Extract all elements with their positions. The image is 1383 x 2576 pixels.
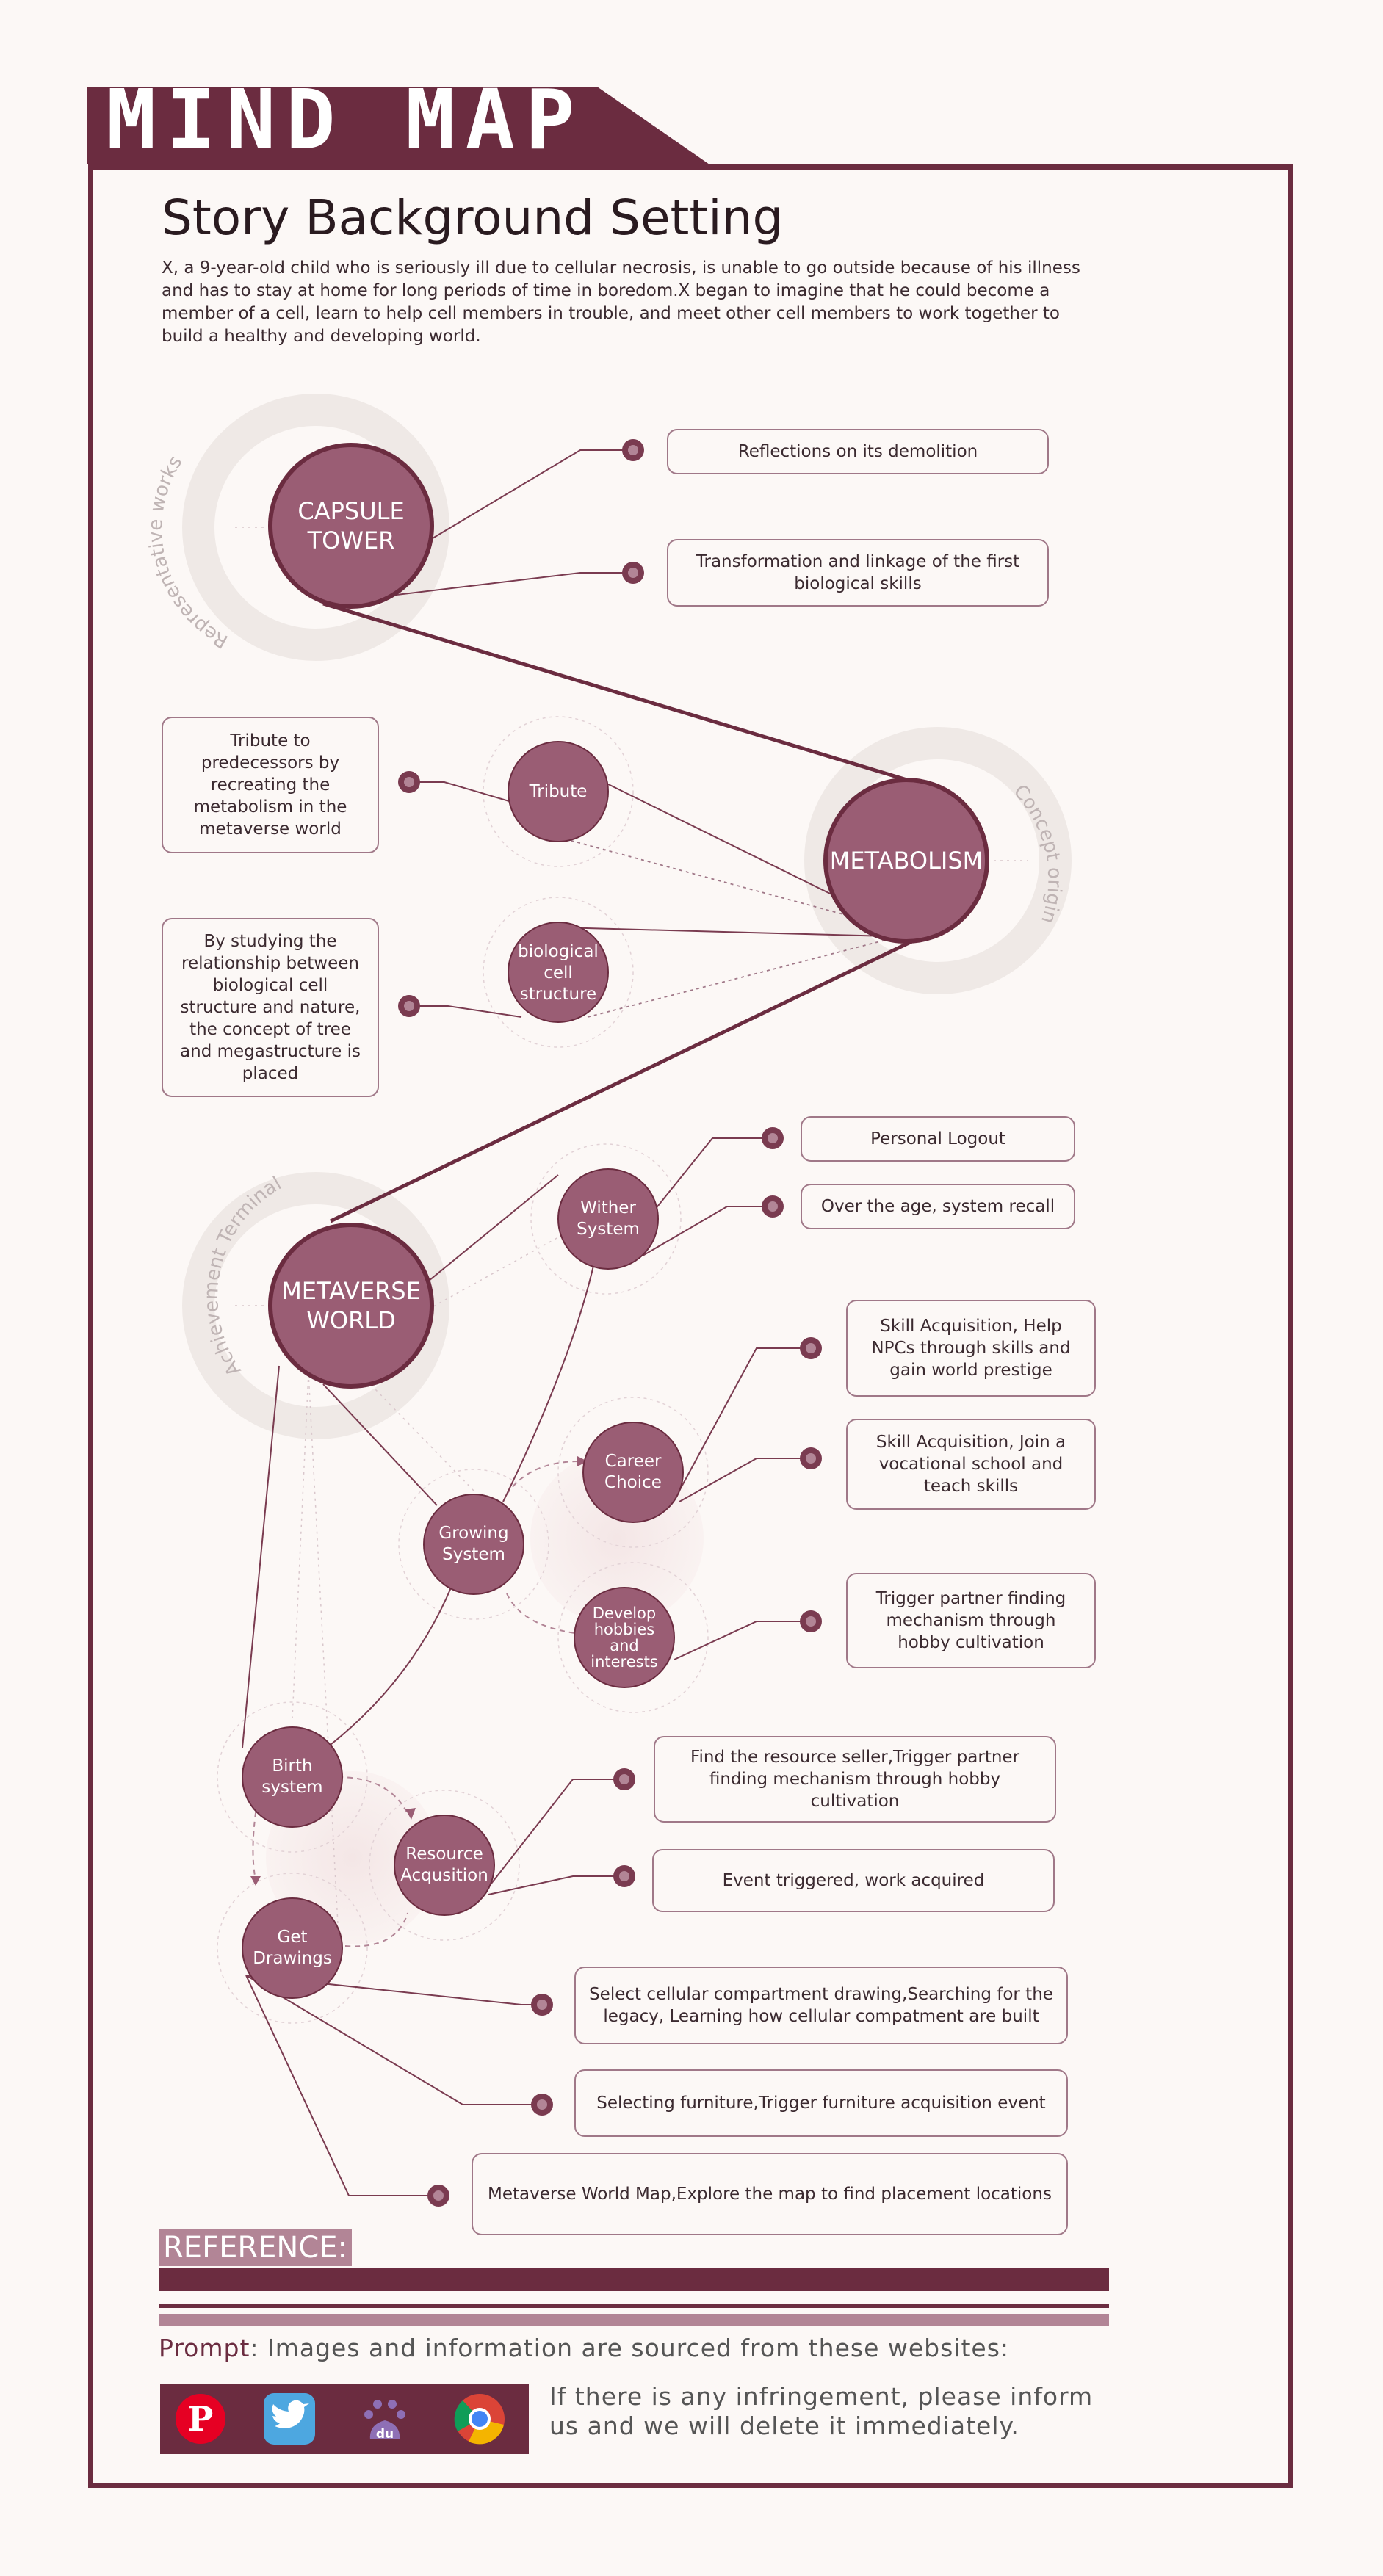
develop-label: Develop hobbies and interests <box>591 1604 658 1671</box>
capsule-label: CAPSULE TOWER <box>297 497 405 554</box>
twitter-icon <box>264 2393 315 2445</box>
career-node <box>582 1422 684 1523</box>
svg-text:du: du <box>376 2427 394 2442</box>
birth-node <box>242 1726 343 1828</box>
metabolism-label: METABOLISM <box>829 847 983 875</box>
metabolism-ring <box>804 727 1072 994</box>
tribute-node <box>508 741 609 842</box>
box-skill1: Skill Acquisition, Help NPCs through ski… <box>846 1300 1096 1397</box>
box-logout: Personal Logout <box>801 1116 1075 1162</box>
box-study-desc: By studying the relationship between bio… <box>162 918 379 1097</box>
reference-divider-light <box>159 2314 1109 2326</box>
content-frame <box>88 164 1293 2488</box>
wither-node <box>557 1168 659 1270</box>
baidu-icon: du <box>364 2400 405 2442</box>
drawings-label: Get Drawings <box>253 1928 332 1968</box>
story-title: Story Background Setting <box>162 189 784 246</box>
develop-node <box>574 1587 675 1688</box>
metaverse-label: METAVERSE WORLD <box>281 1277 421 1334</box>
box-skill2: Skill Acquisition, Join a vocational sch… <box>846 1419 1096 1510</box>
story-text: X, a 9-year-old child who is seriously i… <box>162 258 1080 346</box>
prompt-rest: : Images and information are sourced fro… <box>250 2334 1010 2362</box>
career-label: Career Choice <box>604 1452 662 1492</box>
box-recall: Over the age, system recall <box>801 1184 1075 1229</box>
reference-bar <box>159 2268 1109 2291</box>
resource-label: Resource Acqusition <box>400 1845 488 1885</box>
reference-divider <box>159 2304 1109 2308</box>
header-banner <box>87 87 709 164</box>
box-worldmap: Metaverse World Map,Explore the map to f… <box>472 2153 1068 2235</box>
chrome-icon <box>454 2394 505 2445</box>
source-icon-strip: P du <box>160 2384 529 2454</box>
box-select: Select cellular compartment drawing,Sear… <box>574 1967 1068 2044</box>
wither-label: Wither System <box>577 1198 640 1239</box>
capsule-node <box>268 443 434 609</box>
metabolism-node <box>823 778 989 944</box>
infringement-notice: If there is any infringement, please inf… <box>549 2382 1094 2440</box>
resource-node <box>394 1815 495 1916</box>
growing-label: Growing System <box>438 1524 509 1564</box>
prompt-text: Prompt: Images and information are sourc… <box>159 2334 1009 2362</box>
metaverse-node <box>268 1223 434 1389</box>
box-event: Event triggered, work acquired <box>652 1849 1055 1912</box>
drawings-node <box>242 1897 343 1999</box>
prompt-key: Prompt <box>159 2334 250 2362</box>
box-seller: Find the resource seller,Trigger partner… <box>654 1736 1056 1823</box>
box-tribute-desc: Tribute to predecessors by recreating th… <box>162 717 379 853</box>
pinterest-icon: P <box>176 2394 225 2444</box>
box-reflections: Reflections on its demolition <box>667 429 1049 474</box>
page-title: MIND MAP <box>106 73 585 168</box>
box-furniture: Selecting furniture,Trigger furniture ac… <box>574 2069 1068 2137</box>
tribute-label: Tribute <box>529 781 588 801</box>
bio-node <box>508 922 609 1023</box>
svg-text:P: P <box>188 2399 214 2439</box>
bio-label: biological cell structure <box>518 941 599 1004</box>
growing-node <box>423 1494 524 1595</box>
box-trigger: Trigger partner finding mechanism throug… <box>846 1573 1096 1668</box>
birth-label: Birth system <box>261 1756 323 1797</box>
box-transformation: Transformation and linkage of the first … <box>667 539 1049 607</box>
reference-label: REFERENCE: <box>159 2229 353 2266</box>
